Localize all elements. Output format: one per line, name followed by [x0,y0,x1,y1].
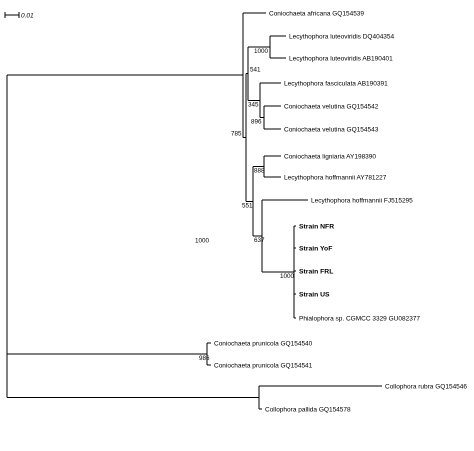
taxon-label: Coniochaeta prunicola GQ154541 [214,362,313,369]
taxon-label: Coniochaeta prunicola GQ154540 [214,340,313,347]
bootstrap-value-n_541: 541 [250,67,261,74]
taxon-label: Coniochaeta africana GQ154539 [269,10,364,17]
bootstrap-value-n_551: 551 [242,202,253,209]
bootstrap-value-n_888: 888 [254,168,265,175]
taxon-label: Strain US [299,291,330,298]
scale-bar: 0.01 [4,12,34,20]
taxon-label: Strain YoF [299,245,332,252]
taxon-label: Coniochaeta velutina GQ154542 [284,103,379,110]
bootstrap-value-n_785: 785 [231,130,242,137]
taxon-label: Strain FRL [299,268,333,275]
bootstrap-value-n_986: 986 [199,355,210,362]
taxon-label: Strain NFR [299,223,334,230]
taxon-label: Collophora pallida GQ154578 [265,406,351,413]
taxon-label: Phialophora sp. CGMCC 3329 GU082377 [299,315,420,322]
taxon-label: Lecythophora hoffmannii FJ515295 [311,197,413,204]
bootstrap-value-n_strain: 1000 [280,273,295,280]
tree-branches [6,12,382,410]
taxon-label: Lecythophora hoffmannii AY781227 [284,174,387,181]
taxon-label: Collophora rubra GQ154546 [385,383,467,390]
bootstrap-value-n_luteo: 1000 [254,48,269,55]
taxon-labels: Coniochaeta africana GQ154539Lecythophor… [214,10,467,413]
taxon-label: Lecythophora luteoviridis DQ404354 [289,33,395,40]
bootstrap-value-n_345: 345 [248,101,259,108]
taxon-label: Coniochaeta velutina GQ154543 [284,126,379,133]
bootstrap-value-n_637: 637 [254,237,265,244]
taxon-label: Coniochaeta ligniaria AY198390 [284,153,376,160]
taxon-label: Lecythophora luteoviridis AB190401 [289,55,393,62]
bootstrap-value-n_root: 1000 [195,237,210,244]
scale-bar-label: 0.01 [21,13,34,20]
bootstrap-value-n_896: 896 [251,119,262,126]
taxon-label: Lecythophora fasciculata AB190391 [284,80,388,87]
bootstrap-values: 1000 896 345 541 888 1000 637 551 785 986 1000 [195,48,295,362]
